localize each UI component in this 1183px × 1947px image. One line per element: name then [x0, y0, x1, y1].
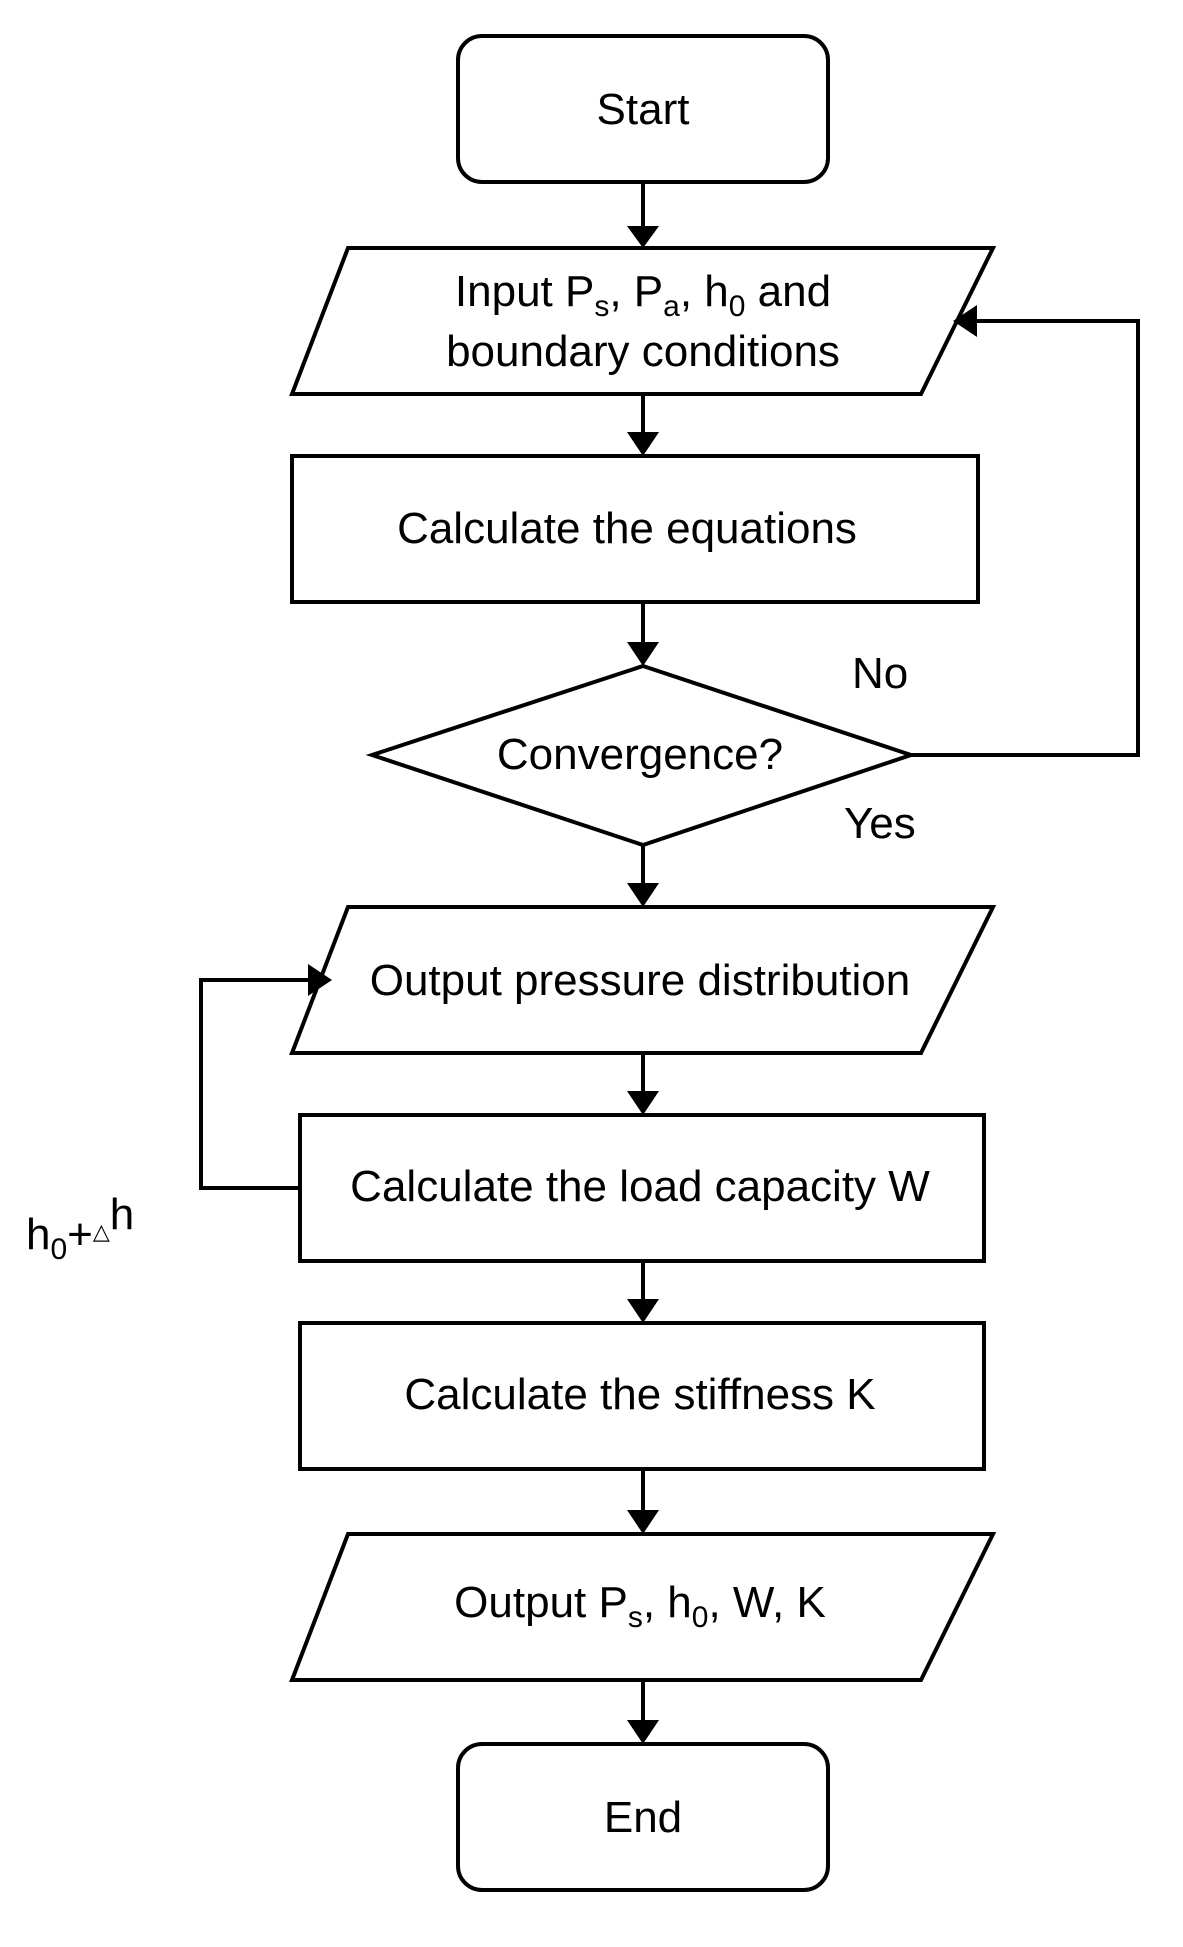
subscript-text: 0	[50, 1233, 67, 1266]
label-segment: △	[93, 1219, 110, 1244]
arrow-h-loop	[308, 964, 332, 996]
label-segment: h	[110, 1190, 134, 1239]
label-segment: +	[67, 1210, 93, 1259]
start-label: Start	[597, 85, 690, 134]
input-label-line2: boundary conditions	[446, 327, 840, 376]
yes-label: Yes	[844, 799, 916, 848]
arrow-yes	[627, 883, 659, 907]
arrow-load-stiffness	[627, 1299, 659, 1323]
subscript-text: 0	[729, 290, 746, 323]
label-segment: , h	[643, 1578, 692, 1627]
end-label: End	[604, 1793, 682, 1842]
subscript-text: s	[628, 1601, 643, 1634]
label-segment: h	[26, 1210, 50, 1259]
arrow-stiffness-output	[627, 1510, 659, 1534]
label-segment: Input P	[455, 267, 594, 316]
label-segment: , P	[609, 267, 663, 316]
arrow-input-calc	[627, 432, 659, 456]
h-loop-label: h0+△h	[26, 1190, 134, 1266]
calc-stiffness-label: Calculate the stiffness K	[404, 1370, 875, 1419]
no-label: No	[852, 649, 908, 698]
end-node	[456, 1742, 830, 1892]
arrow-output-end	[627, 1720, 659, 1744]
label-segment: , W, K	[708, 1578, 825, 1627]
calc-equations-node	[290, 454, 980, 604]
edge-h-loop	[199, 978, 310, 1190]
convergence-label: Convergence?	[497, 730, 783, 779]
input-node	[289, 246, 997, 396]
output-pressure-label: Output pressure distribution	[370, 956, 911, 1005]
output-final-node	[289, 1532, 997, 1682]
label-segment: , h	[680, 267, 729, 316]
arrow-calc-convergence	[627, 642, 659, 666]
subscript-text: s	[594, 290, 609, 323]
arrow-output-load	[627, 1091, 659, 1115]
arrow-start-input	[627, 226, 659, 248]
output-pressure-node	[289, 905, 997, 1055]
label-segment: and	[745, 267, 831, 316]
output-final-label: Output Ps, h0, W, K	[454, 1578, 826, 1634]
calc-stiffness-node	[298, 1321, 986, 1471]
label-segment: Output P	[454, 1578, 628, 1627]
calc-equations-label: Calculate the equations	[397, 504, 857, 553]
input-label-line1: Input Ps, Pa, h0 and	[455, 267, 831, 323]
subscript-text: 0	[692, 1601, 709, 1634]
edge-no-loop	[911, 319, 1140, 757]
calc-load-label: Calculate the load capacity W	[350, 1162, 930, 1211]
arrow-no-loop	[953, 305, 977, 337]
subscript-text: a	[663, 290, 680, 323]
